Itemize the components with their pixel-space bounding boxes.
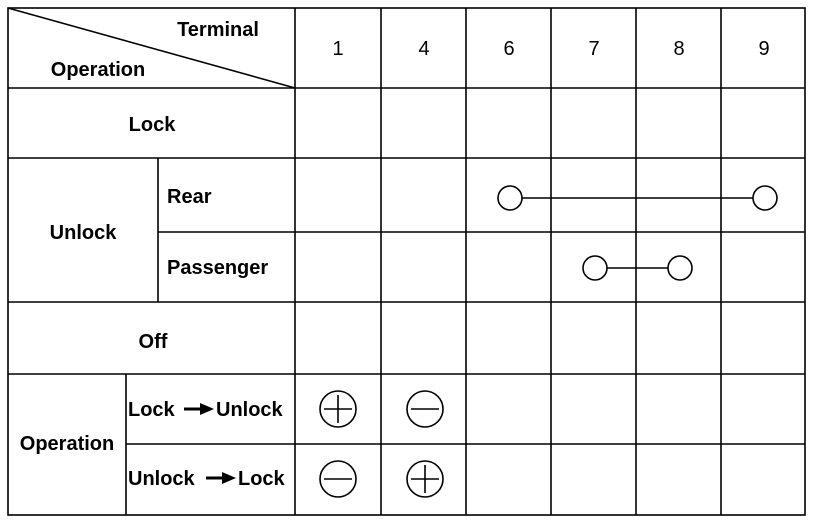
continuity-connections [497,185,778,281]
table-grid [7,7,806,516]
plus-circle-icon [319,390,357,428]
row-label-passenger: Passenger [167,257,268,279]
unlock-lock-from: Unlock [128,468,196,490]
terminal-header-label: Terminal [177,19,259,41]
lock-unlock-to: Unlock [216,399,284,421]
arrow-icon [206,472,236,484]
terminal-7-label: 7 [588,38,599,60]
rear-terminal-9-node [752,185,778,211]
transition-arrows [184,403,236,484]
polarity-symbols [319,390,444,498]
minus-circle-icon [319,460,357,498]
plus-circle-icon [406,460,444,498]
unlock-lock-to: Lock [238,468,286,490]
terminal-1-label: 1 [332,38,343,60]
row-label-unlock: Unlock [50,222,118,244]
lock-unlock-from: Lock [128,399,176,421]
operation-header-label: Operation [51,59,145,81]
row-label-operation: Operation [20,433,114,455]
minus-circle-icon [406,390,444,428]
terminal-4-label: 4 [418,38,429,60]
passenger-terminal-8-node [667,255,693,281]
terminal-6-label: 6 [503,38,514,60]
row-label-lock: Lock [129,114,177,136]
table-border [7,7,806,516]
terminal-8-label: 8 [673,38,684,60]
rear-terminal-6-node [497,185,523,211]
header-diagonal [7,7,296,89]
arrow-icon [184,403,214,415]
row-label-off: Off [139,331,168,353]
terminal-9-label: 9 [758,38,769,60]
row-label-rear: Rear [167,186,212,208]
passenger-terminal-7-node [582,255,608,281]
